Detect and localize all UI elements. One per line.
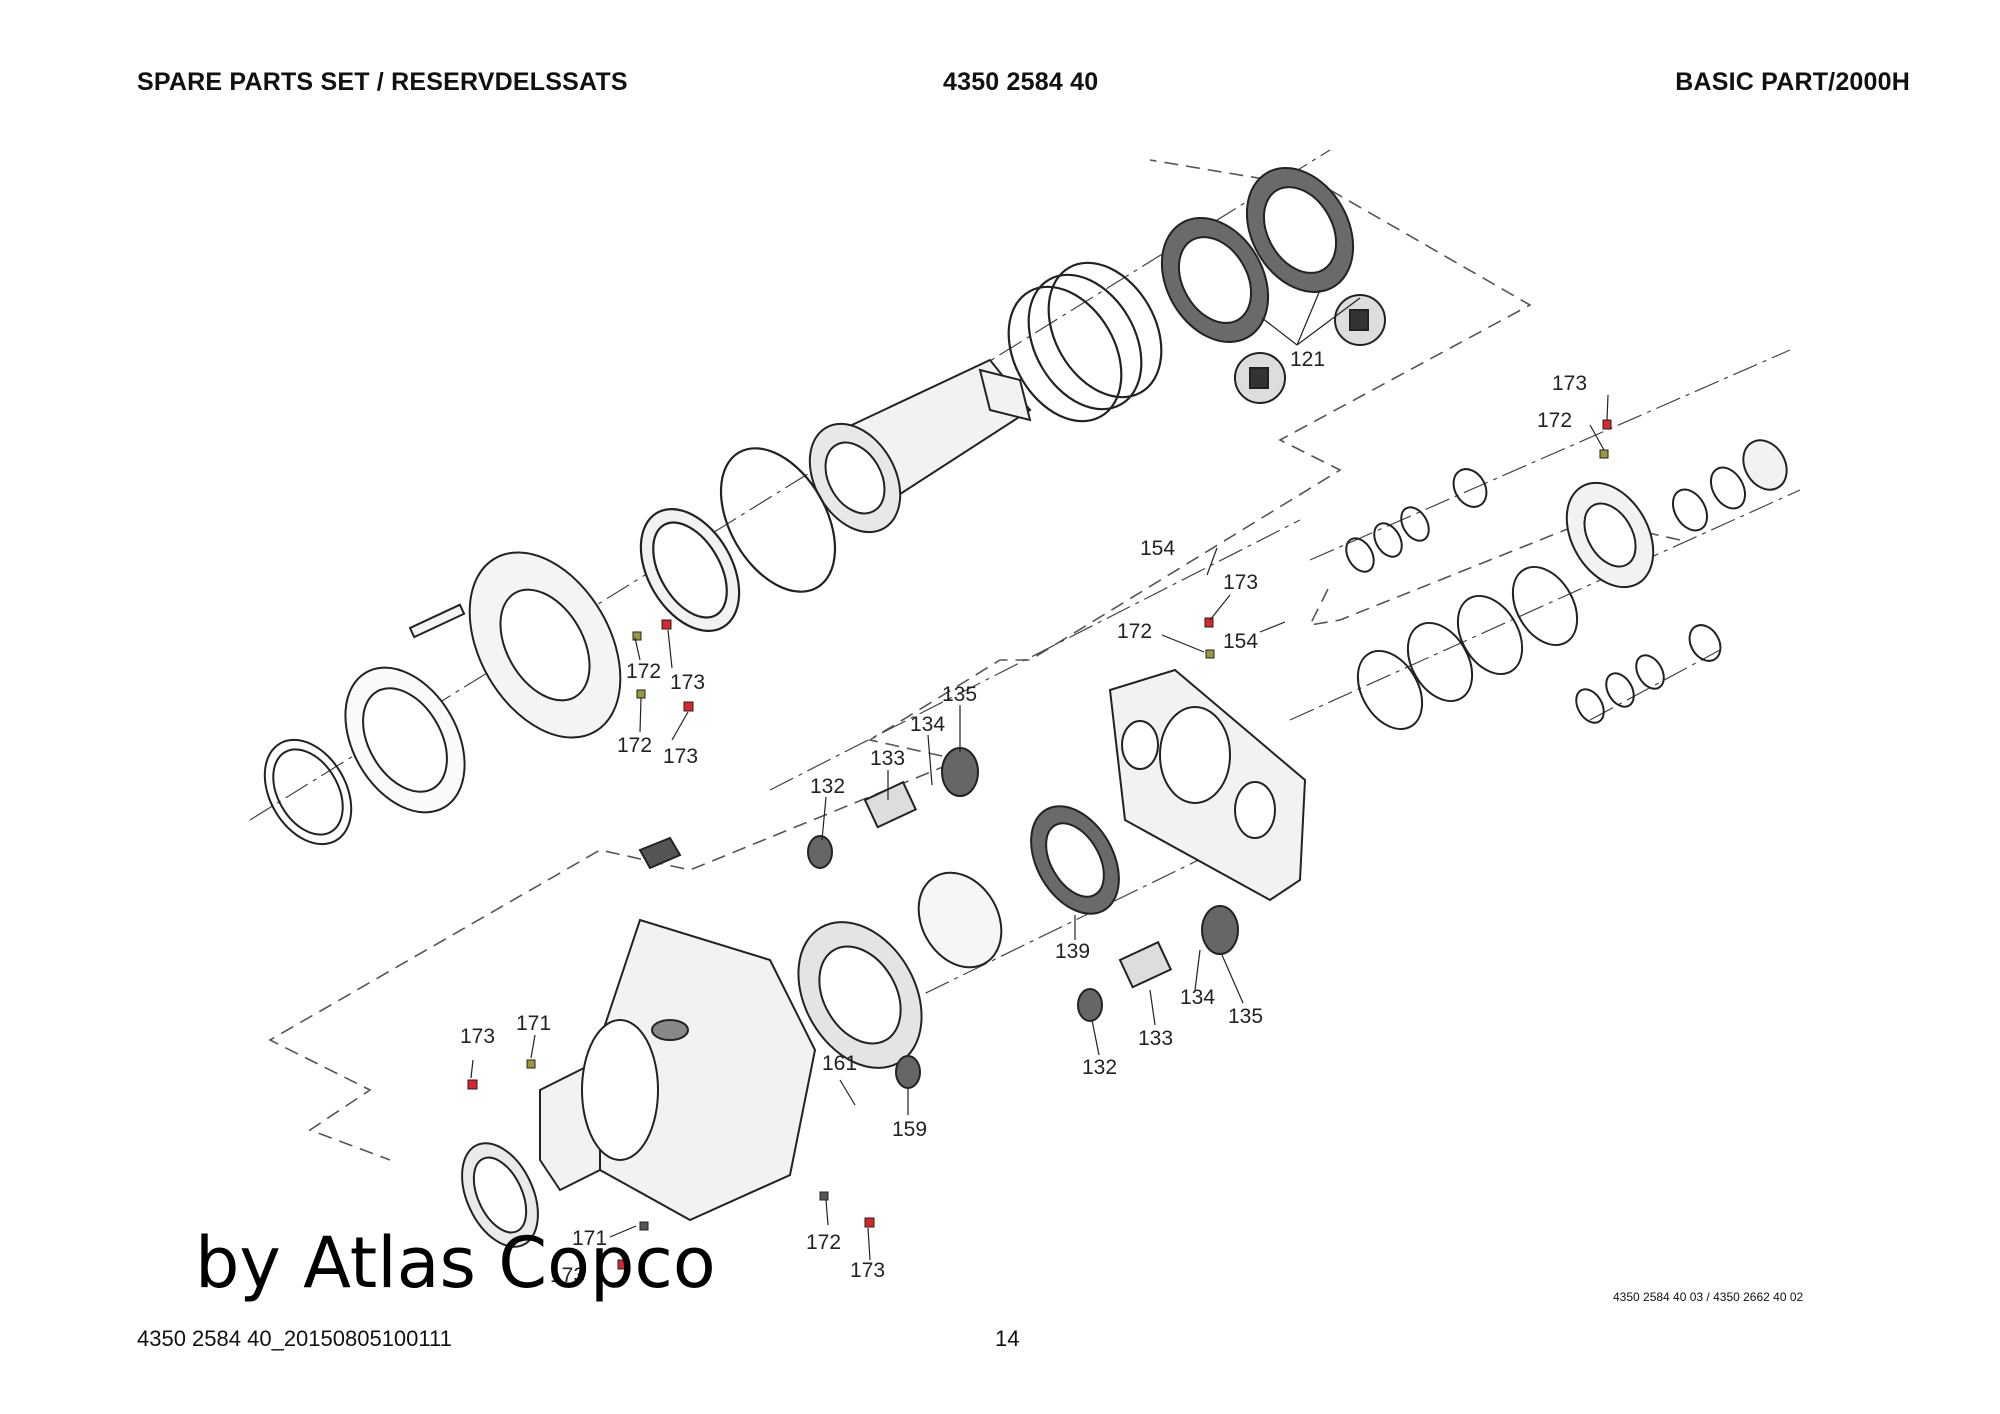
callout-134: 134 xyxy=(1180,986,1215,1009)
gasket-and-seal-ring xyxy=(263,666,466,846)
callout-173: 173 xyxy=(1223,571,1258,594)
main-gearbox-housing xyxy=(461,836,817,1248)
drawing-reference: 4350 2584 40 03 / 4350 2662 40 02 xyxy=(1613,1290,1804,1304)
o-ring-and-seal xyxy=(639,447,837,632)
callout-121: 121 xyxy=(1290,348,1325,371)
callout-labels: 121 173 172 154 173 172 154 172 173 172 … xyxy=(460,348,1587,1287)
callout-159: 159 xyxy=(892,1118,927,1141)
retaining-rings xyxy=(1345,466,1747,730)
callout-173: 173 xyxy=(850,1259,885,1282)
main-shaft xyxy=(808,358,1032,534)
callout-173: 173 xyxy=(1552,372,1587,395)
callout-135: 135 xyxy=(1228,1005,1263,1028)
callout-171: 171 xyxy=(572,1227,607,1250)
callout-154: 154 xyxy=(1140,537,1175,560)
spring-rings xyxy=(1007,261,1163,423)
flange-left xyxy=(408,551,622,739)
callout-133: 133 xyxy=(1138,1027,1173,1050)
callout-133: 133 xyxy=(870,747,905,770)
callout-172: 172 xyxy=(1117,620,1152,643)
callout-173: 173 xyxy=(670,671,705,694)
callout-135: 135 xyxy=(942,683,977,706)
header-right-title: BASIC PART/2000H xyxy=(1675,68,1910,96)
callout-172: 172 xyxy=(1537,409,1572,432)
callout-139: 139 xyxy=(1055,940,1090,963)
callout-134: 134 xyxy=(910,713,945,736)
callout-171: 171 xyxy=(516,1012,551,1035)
callout-132: 132 xyxy=(810,775,845,798)
callout-132: 132 xyxy=(1082,1056,1117,1079)
leader-lines xyxy=(470,289,1609,1261)
callout-161: 161 xyxy=(822,1052,857,1075)
plugs xyxy=(467,419,1612,1270)
callout-173: 173 xyxy=(550,1264,585,1287)
callout-173: 173 xyxy=(460,1025,495,1048)
callout-154: 154 xyxy=(1223,630,1258,653)
footer-page-number: 14 xyxy=(995,1326,1020,1351)
large-gear-and-bearings xyxy=(797,747,1239,1089)
bearing-121-pair xyxy=(1160,167,1386,404)
header-part-number: 4350 2584 40 xyxy=(943,68,1099,96)
callout-173: 173 xyxy=(663,745,698,768)
gear-housing-plate xyxy=(1108,668,1307,902)
watermark-text: by Atlas Copco xyxy=(195,1222,716,1304)
callout-172: 172 xyxy=(626,660,661,683)
end-cap-right xyxy=(1565,439,1788,589)
callout-172: 172 xyxy=(617,734,652,757)
callout-172: 172 xyxy=(806,1231,841,1254)
footer-doc-id: 4350 2584 40_20150805100111 xyxy=(137,1326,452,1351)
header-left-title: SPARE PARTS SET / RESERVDELSSATS xyxy=(137,68,628,96)
